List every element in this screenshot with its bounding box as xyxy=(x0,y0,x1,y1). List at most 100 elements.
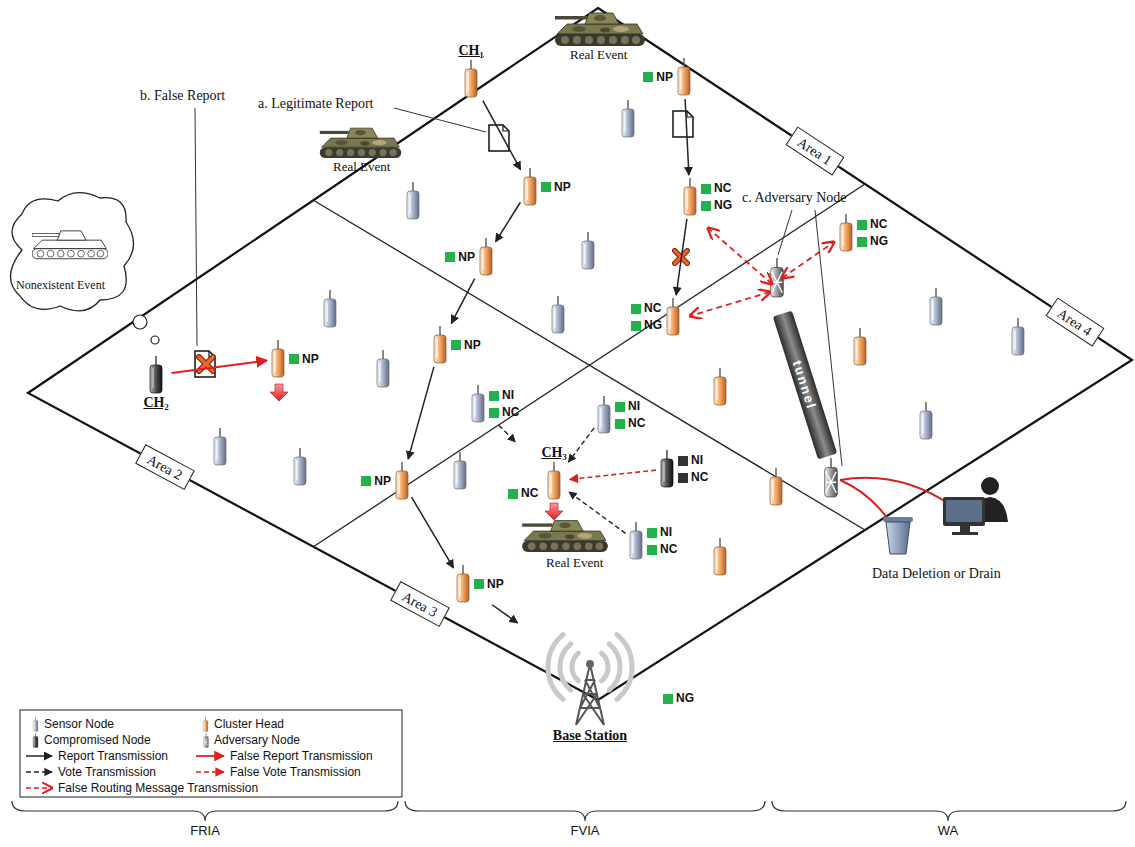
report-arrow xyxy=(676,219,687,295)
cluster-head xyxy=(714,538,726,575)
data-drain xyxy=(840,477,1008,554)
tag-list: NP xyxy=(361,475,391,488)
node-icon-column xyxy=(478,238,494,276)
node-icon-column: CH₂ xyxy=(143,356,168,412)
legend-box xyxy=(196,771,224,773)
legend-text: False Routing Message Transmission xyxy=(58,781,258,795)
node-icon-column xyxy=(522,168,538,206)
node-tag: NI xyxy=(615,400,645,413)
data-drain xyxy=(886,522,910,554)
node-tag: NC xyxy=(647,543,677,556)
tag-square xyxy=(678,473,688,483)
thought-cloud xyxy=(151,336,159,344)
legend-box xyxy=(196,755,224,757)
node-tag: NG xyxy=(631,319,662,332)
node-icon-column xyxy=(432,326,448,364)
event-tank xyxy=(522,521,608,552)
thought-cloud xyxy=(133,315,147,329)
tag-list: NP xyxy=(445,251,475,264)
tag-text: NC xyxy=(870,218,887,231)
node-tag: NC xyxy=(508,487,538,500)
tag-list: NP xyxy=(541,181,571,194)
tag-list: NCNG xyxy=(857,218,888,248)
cluster-head xyxy=(770,468,782,505)
field-diamond xyxy=(313,184,865,547)
tag-square xyxy=(678,456,688,466)
cluster-head: NP xyxy=(361,462,410,500)
cluster-head-icon xyxy=(684,178,696,215)
node-tag: NC xyxy=(701,182,732,195)
tag-square xyxy=(489,408,499,418)
tag-square xyxy=(701,201,711,211)
node-tag: NI xyxy=(489,389,519,402)
cluster-head: CH₁ xyxy=(458,42,483,98)
legend-text: Vote Transmission xyxy=(58,765,156,779)
tag-text: NG xyxy=(644,319,662,332)
tag-square xyxy=(647,545,657,555)
cluster-head-icon xyxy=(478,238,494,276)
legend-text: Cluster Head xyxy=(214,717,284,731)
cluster-head-icon xyxy=(394,462,410,500)
node-icon-column: Base Station xyxy=(520,622,660,745)
node-icon-column xyxy=(659,450,675,488)
tag-square xyxy=(615,419,625,429)
node-tag: NI xyxy=(647,526,677,539)
thought-cloud xyxy=(10,193,133,311)
field-diamond xyxy=(28,8,1132,700)
sensor-node: NINC xyxy=(470,385,519,423)
legend-box xyxy=(26,755,52,757)
node-icon-column xyxy=(596,396,612,434)
data-drain xyxy=(883,517,913,522)
sensor-node xyxy=(622,100,634,137)
compromised-node-icon xyxy=(148,356,164,394)
tag-text: NP xyxy=(554,181,571,194)
scope-label: FRIA xyxy=(190,824,220,839)
report-arrow xyxy=(492,605,517,623)
area-label: Area 4 xyxy=(1046,297,1105,346)
cluster-head-icon xyxy=(432,326,448,364)
report-arrow xyxy=(451,279,474,324)
tag-text: NG xyxy=(676,692,694,705)
report-arrow xyxy=(685,99,689,175)
report-arrow xyxy=(496,202,521,241)
scope-brace xyxy=(405,801,765,821)
outcome-label: Data Deletion or Drain xyxy=(872,566,1001,582)
false-routing-line xyxy=(690,228,834,316)
node-icon-column xyxy=(682,178,698,216)
cluster-head-icon xyxy=(524,168,536,205)
tag-square xyxy=(451,340,461,350)
event-label: Real Event xyxy=(546,556,603,571)
base-station-icon xyxy=(520,622,660,727)
tag-list: NINC xyxy=(489,389,519,419)
report-document xyxy=(195,111,693,377)
tag-square xyxy=(289,354,299,364)
node-icon-column: CH₁ xyxy=(458,42,483,98)
cluster-head-icon xyxy=(546,462,562,500)
node-name: CH₃ xyxy=(541,445,566,461)
event-label: Real Event xyxy=(333,160,390,175)
legend-box xyxy=(204,733,209,748)
node-tag: NC xyxy=(678,471,708,484)
sensor-node-icon xyxy=(596,396,612,434)
node-name: CH₂ xyxy=(143,395,168,411)
false-routing-line xyxy=(690,292,770,316)
tag-square xyxy=(643,72,653,82)
sensor-node xyxy=(214,428,226,465)
tunnel-label: tunnel xyxy=(790,358,820,411)
node-tag: NP xyxy=(361,475,391,488)
node-tag: NP xyxy=(445,251,475,264)
cluster-head-icon xyxy=(463,60,479,98)
scope-brace xyxy=(12,801,1126,821)
node-tag: NP xyxy=(541,181,571,194)
cluster-head-icon xyxy=(272,340,284,377)
callout-label: a. Legitimate Report xyxy=(258,96,373,112)
area-label: Area 2 xyxy=(135,444,194,490)
legend-box xyxy=(26,787,52,789)
sensor-node-icon xyxy=(628,522,644,560)
tag-square xyxy=(631,321,641,331)
cluster-head-icon xyxy=(465,60,477,97)
cluster-head-icon xyxy=(455,565,471,603)
sensor-node xyxy=(214,100,1024,489)
event-tank xyxy=(555,13,645,46)
tag-list: NP xyxy=(289,353,319,366)
